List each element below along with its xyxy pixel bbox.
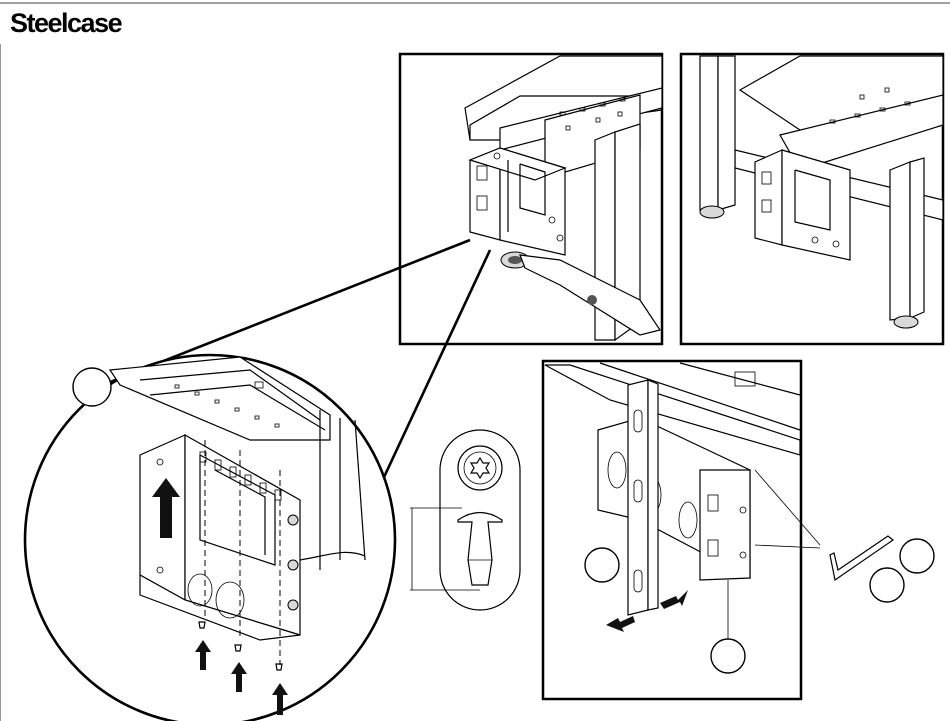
hex-key-icon	[830, 536, 934, 602]
level-check-panel	[543, 361, 820, 699]
step-callout-circle	[73, 368, 111, 406]
zoom-circle-bracket-install	[25, 355, 395, 721]
detail-view-bracket-under-desk	[400, 54, 662, 344]
overview-desk-with-bracket	[681, 54, 943, 344]
push-pin-fastener-detail	[410, 430, 520, 610]
